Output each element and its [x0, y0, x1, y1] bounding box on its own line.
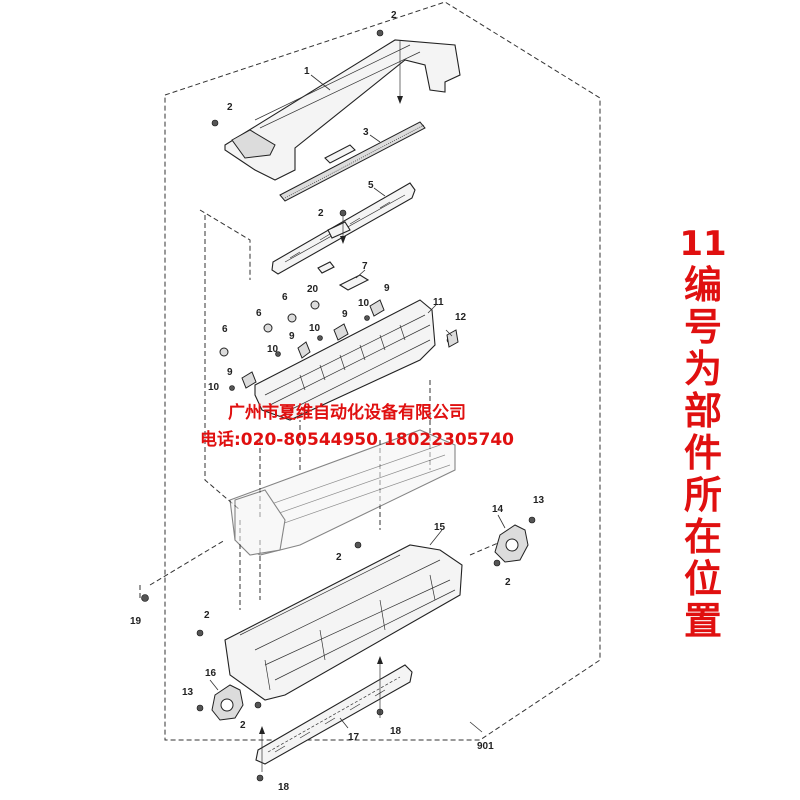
- side-note-char-9: 置: [684, 599, 722, 643]
- part-5-guide-bar: [271, 182, 416, 275]
- part-14-gear-right: [494, 524, 529, 563]
- callout-c7: 7: [362, 261, 368, 272]
- callout-c2g: 2: [240, 720, 246, 731]
- callout-c1: 1: [304, 66, 310, 77]
- watermark-phone: 电话:020-80544950 18022305740: [200, 429, 514, 450]
- callout-c2e: 2: [505, 577, 511, 588]
- screws: [141, 29, 536, 782]
- assembly-boundary: [164, 1, 601, 741]
- callout-c18a: 18: [390, 726, 402, 737]
- part-16-gear-left: [211, 684, 244, 721]
- part-3-brush: [279, 121, 426, 202]
- callout-c19: 19: [130, 616, 142, 627]
- callout-c3: 3: [363, 127, 369, 138]
- callout-c17: 17: [348, 732, 360, 743]
- callout-c15: 15: [434, 522, 446, 533]
- callout-c901: 901: [477, 741, 494, 752]
- side-note-char-7: 在: [684, 515, 722, 559]
- callout-c2d: 2: [336, 552, 342, 563]
- part-15-bottom-tray: [224, 544, 463, 701]
- callout-c6a: 6: [282, 292, 288, 303]
- callout-c9c: 9: [289, 331, 295, 342]
- callout-c10b: 10: [309, 323, 321, 334]
- callout-c11: 11: [433, 297, 444, 308]
- side-note-char-4: 部: [684, 389, 722, 433]
- small-parts-springs-gears: [219, 299, 454, 391]
- watermark-company: 广州市夏维自动化设备有限公司: [228, 402, 466, 423]
- part-1-top-cover: [224, 39, 461, 181]
- callout-c10d: 10: [208, 382, 220, 393]
- callout-labels: 2 1 2 3 5 2 7 20 6 6 6 9 9 9 9 10 10 10 …: [130, 10, 545, 793]
- part-20-plate: [317, 261, 335, 274]
- callout-c13b: 13: [182, 687, 194, 698]
- arrows: [259, 56, 403, 772]
- callout-c10c: 10: [267, 344, 279, 355]
- side-note-char-2: 号: [684, 305, 722, 349]
- callout-c16: 16: [205, 668, 217, 679]
- callout-c9b: 9: [342, 309, 348, 320]
- callout-c18b: 18: [278, 782, 290, 793]
- callout-c9a: 9: [384, 283, 390, 294]
- side-note-char-5: 件: [684, 431, 722, 475]
- callout-c9d: 9: [227, 367, 233, 378]
- callout-c2f: 2: [204, 610, 210, 621]
- side-note-char-8: 位: [684, 557, 722, 601]
- callout-c2a: 2: [391, 10, 397, 21]
- callout-c6b: 6: [256, 308, 262, 319]
- part-11-frame: [254, 299, 436, 421]
- leader-lines: [209, 74, 506, 733]
- callout-c2c: 2: [318, 208, 324, 219]
- part-7-plate: [338, 274, 370, 291]
- callout-c5: 5: [368, 180, 374, 191]
- callout-c6c: 6: [222, 324, 228, 335]
- callout-c20: 20: [307, 284, 319, 295]
- side-note-char-3: 为: [684, 347, 722, 391]
- drum-housing-faded: [229, 429, 456, 556]
- callout-c14: 14: [492, 504, 504, 515]
- callout-c2b: 2: [227, 102, 233, 113]
- callout-c10a: 10: [358, 298, 370, 309]
- side-note-char-6: 所: [684, 473, 722, 517]
- side-note-char-1: 编: [684, 263, 722, 307]
- part-17-lower-guide: [255, 664, 413, 765]
- callout-c12: 12: [455, 312, 467, 323]
- side-note-char-0: 11: [679, 224, 726, 264]
- side-note-vertical: 11 编 号 为 部 件 所 在 位 置: [679, 224, 726, 643]
- callout-c13a: 13: [533, 495, 545, 506]
